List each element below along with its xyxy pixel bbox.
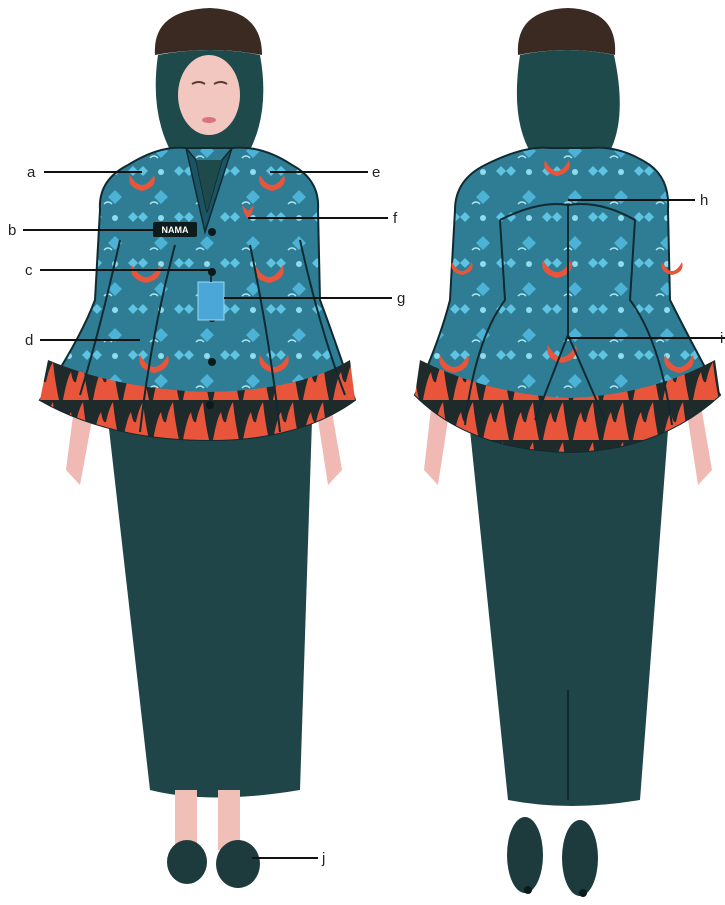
name-tag-text: NAMA xyxy=(162,225,189,235)
label-g: g xyxy=(397,290,405,307)
label-h: h xyxy=(700,192,708,209)
label-f: f xyxy=(393,210,398,227)
label-b: b xyxy=(8,222,16,239)
label-a: a xyxy=(27,164,36,181)
front-left-shoe xyxy=(167,840,207,884)
back-left-shoe xyxy=(507,817,543,893)
label-j: j xyxy=(321,850,325,867)
front-cap xyxy=(155,8,262,55)
back-cap xyxy=(518,8,615,55)
label-d: d xyxy=(25,332,33,349)
back-figure xyxy=(415,8,720,897)
front-figure: NAMA xyxy=(40,8,355,888)
label-i: i xyxy=(720,330,723,347)
front-right-shoe xyxy=(216,840,260,888)
front-skirt xyxy=(108,420,312,798)
back-right-shoe xyxy=(562,820,598,896)
label-c: c xyxy=(25,262,33,279)
label-e: e xyxy=(372,164,380,181)
id-card xyxy=(198,282,224,320)
